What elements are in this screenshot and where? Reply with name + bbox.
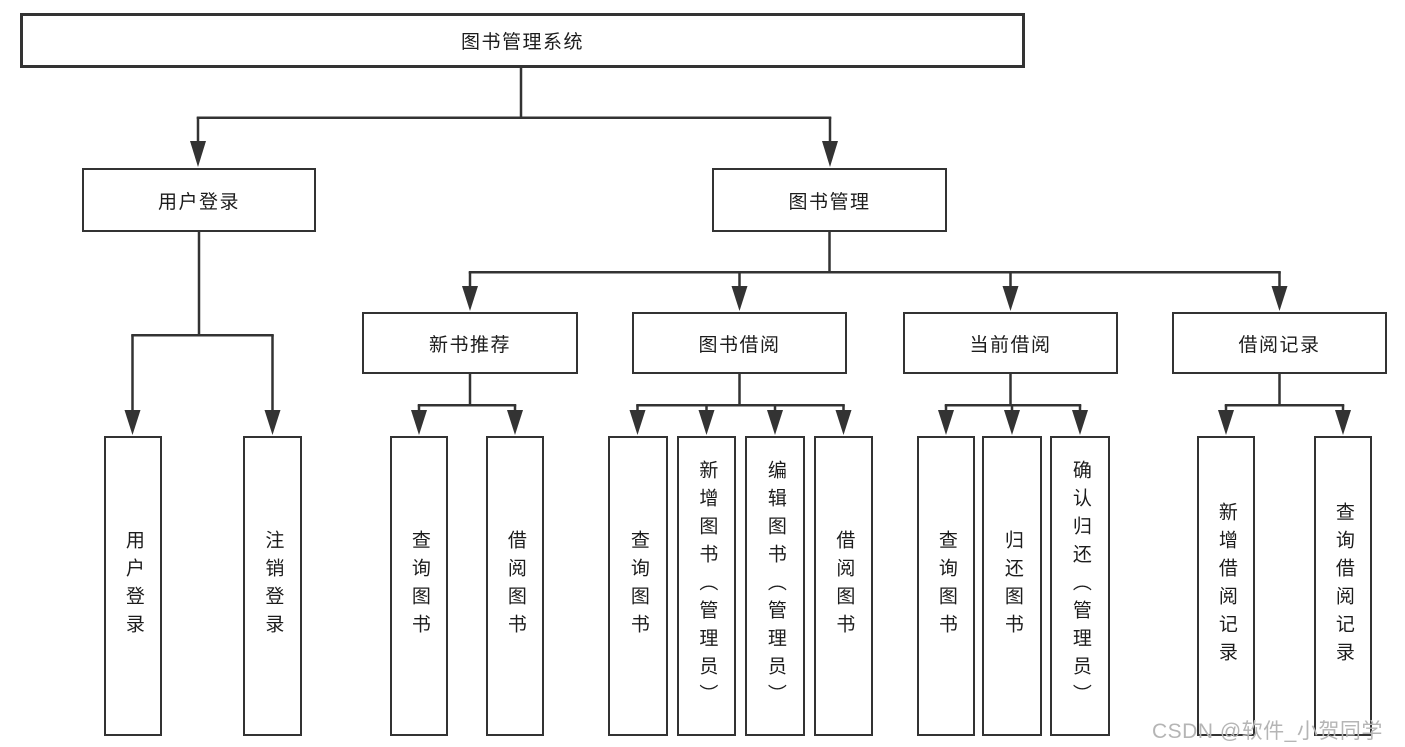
node-current-borrowing-label: 当前借阅 <box>969 334 1052 356</box>
leaf-query-books-borrowing-label: 查询图书 <box>627 530 649 642</box>
node-user-login-label: 用户登录 <box>157 191 240 213</box>
leaf-add-borrow-record-label: 新增借阅记录 <box>1215 502 1237 670</box>
leaf-borrow-books-recommend-label: 借阅图书 <box>504 530 526 642</box>
connectors-root <box>190 68 838 167</box>
connectors-user-login <box>124 232 281 435</box>
leaf-logout: 注销登录 <box>243 436 302 736</box>
leaf-query-books-current: 查询图书 <box>917 436 975 736</box>
connectors-book-management <box>462 232 1288 311</box>
node-borrowing-records-label: 借阅记录 <box>1238 334 1321 356</box>
node-book-management-label: 图书管理 <box>788 191 871 213</box>
node-current-borrowing: 当前借阅 <box>903 312 1118 374</box>
leaf-edit-books-admin: 编辑图书（管理员） <box>745 436 805 736</box>
leaf-query-books-recommend-label: 查询图书 <box>408 530 430 642</box>
node-book-management: 图书管理 <box>712 168 947 232</box>
connectors-book-borrowing <box>629 374 852 435</box>
connectors-borrowing-records <box>1218 374 1351 435</box>
leaf-query-books-recommend: 查询图书 <box>390 436 448 736</box>
node-new-book-recommend: 新书推荐 <box>362 312 578 374</box>
leaf-return-books-label: 归还图书 <box>1001 530 1023 642</box>
leaf-return-books: 归还图书 <box>982 436 1042 736</box>
node-root-label: 图书管理系统 <box>460 32 584 53</box>
leaf-borrow-books-borrowing: 借阅图书 <box>814 436 873 736</box>
leaf-logout-label: 注销登录 <box>262 530 284 642</box>
leaf-confirm-return-admin-label: 确认归还（管理员） <box>1069 460 1091 712</box>
leaf-add-books-admin-label: 新增图书（管理员） <box>696 460 718 712</box>
leaf-confirm-return-admin: 确认归还（管理员） <box>1050 436 1110 736</box>
leaf-query-borrow-record-label: 查询借阅记录 <box>1332 502 1354 670</box>
node-book-borrowing: 图书借阅 <box>632 312 847 374</box>
node-book-borrowing-label: 图书借阅 <box>698 334 781 356</box>
leaf-borrow-books-recommend: 借阅图书 <box>486 436 544 736</box>
leaf-user-login: 用户登录 <box>104 436 162 736</box>
node-borrowing-records: 借阅记录 <box>1172 312 1387 374</box>
node-new-book-recommend-label: 新书推荐 <box>428 334 511 356</box>
node-root: 图书管理系统 <box>20 13 1025 68</box>
leaf-user-login-label: 用户登录 <box>122 530 144 642</box>
leaf-borrow-books-borrowing-label: 借阅图书 <box>833 530 855 642</box>
leaf-edit-books-admin-label: 编辑图书（管理员） <box>764 460 786 712</box>
leaf-query-borrow-record: 查询借阅记录 <box>1314 436 1372 736</box>
connectors-current-borrowing <box>938 374 1088 435</box>
connectors-new-book-recommend <box>411 374 523 435</box>
leaf-add-borrow-record: 新增借阅记录 <box>1197 436 1255 736</box>
leaf-add-books-admin: 新增图书（管理员） <box>677 436 736 736</box>
csdn-watermark: CSDN @软件_小贺同学 <box>1152 720 1383 743</box>
leaf-query-books-current-label: 查询图书 <box>935 530 957 642</box>
node-user-login: 用户登录 <box>82 168 316 232</box>
leaf-query-books-borrowing: 查询图书 <box>608 436 668 736</box>
